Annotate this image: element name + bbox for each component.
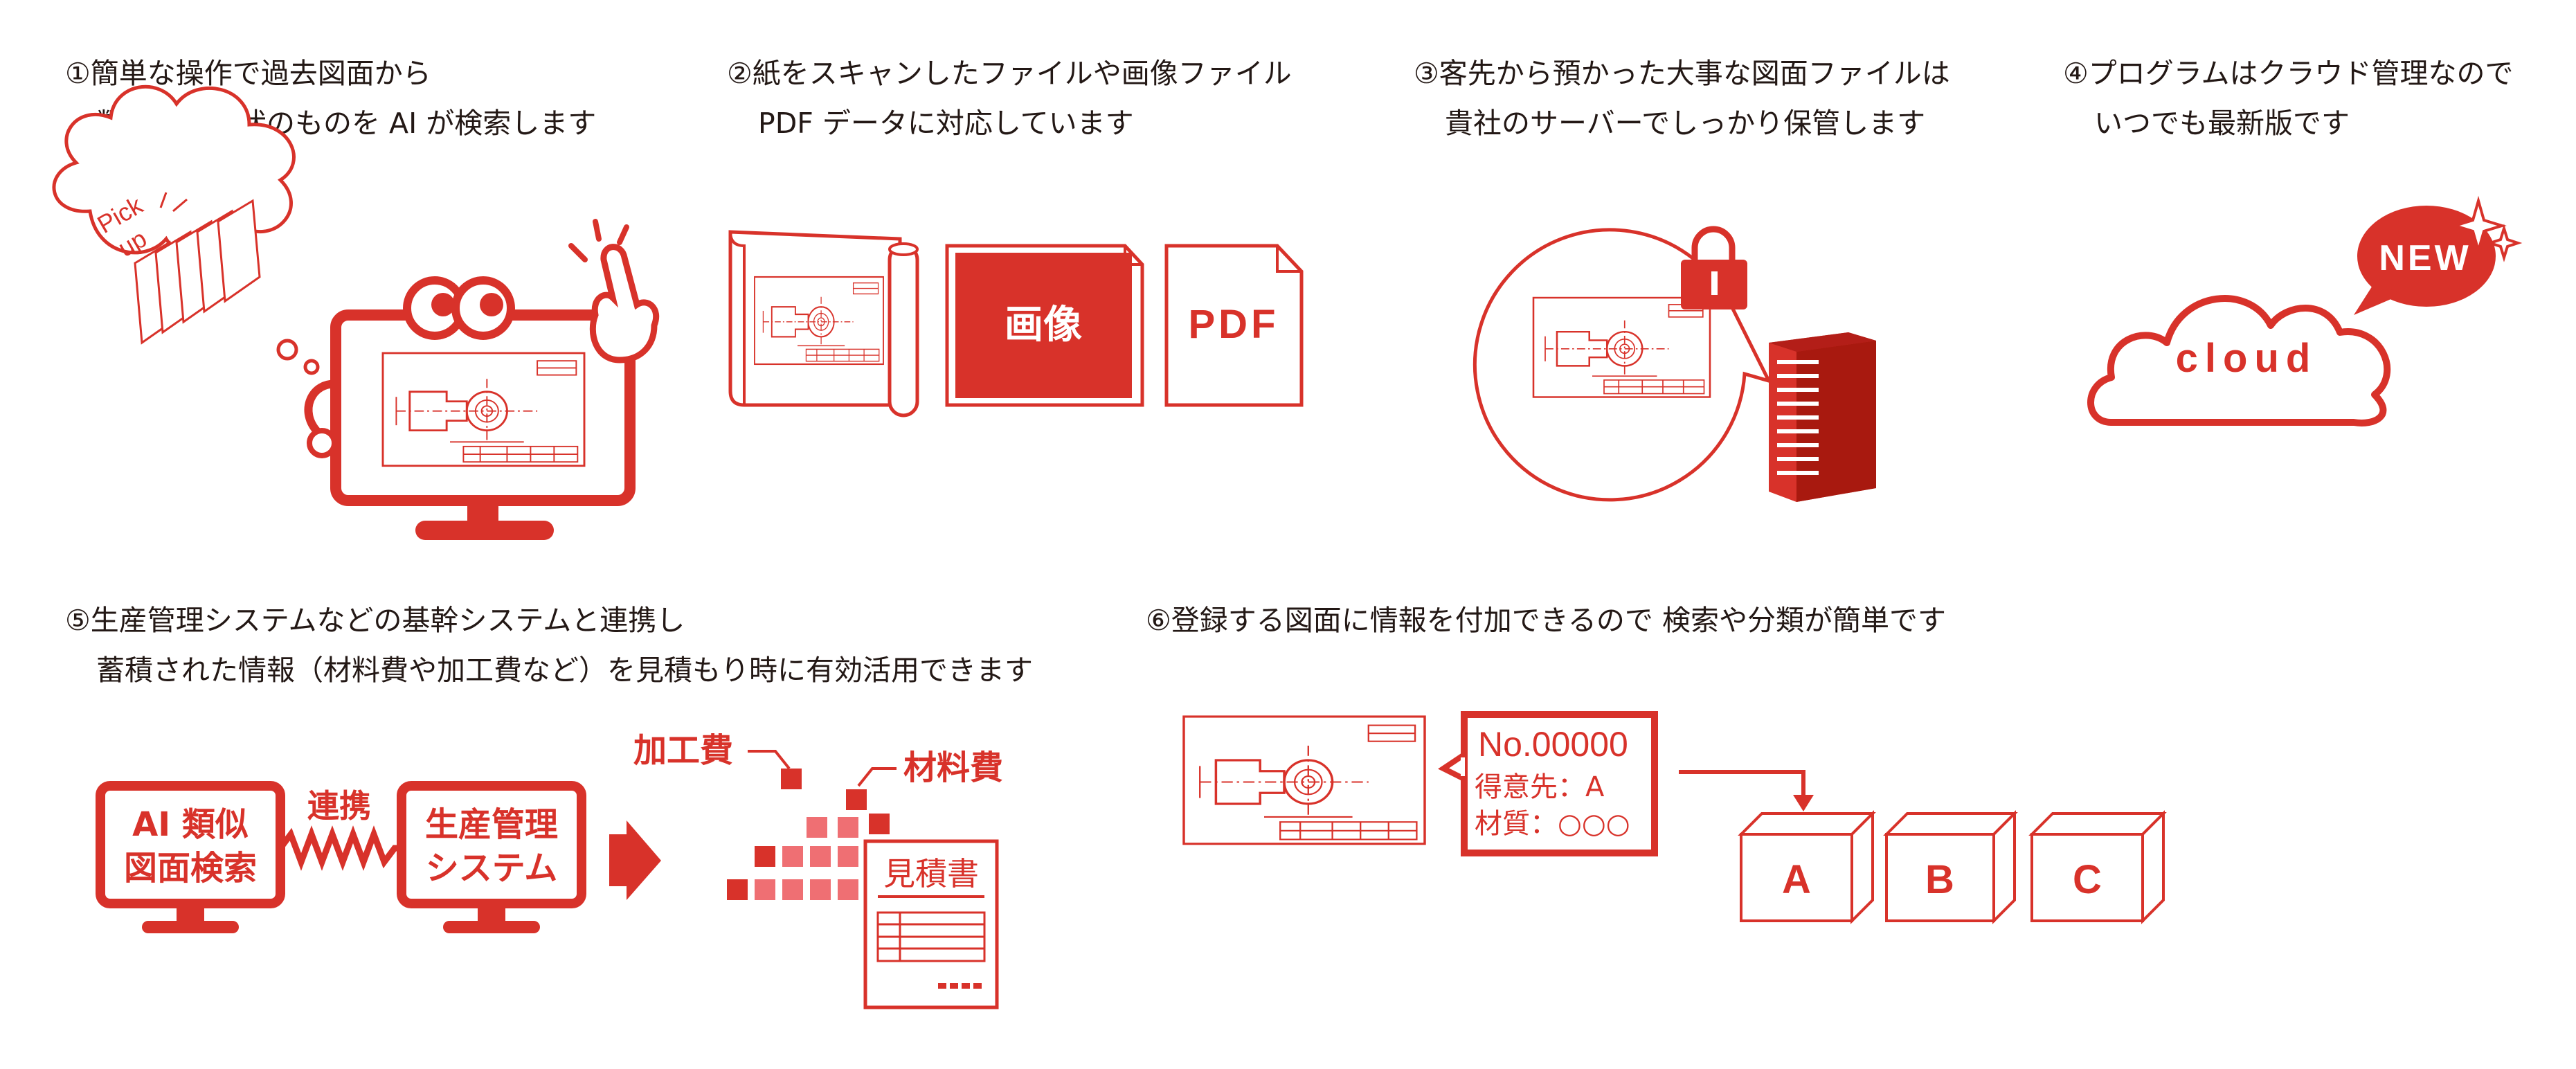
svg-text:加工費: 加工費 [633,731,733,770]
image-file-icon: 画像 [945,244,1144,407]
cost-data-blocks: 加工費 材料費 [633,731,1003,900]
monitor-mascot [304,219,660,540]
svg-text:材料費: 材料費 [903,748,1003,787]
lock-icon [1681,226,1747,309]
feature-5-illustration: AI 類似 図面検索 連携 生産管理 システム 加工費 材料費 [96,731,1003,1009]
feature-2-caption: ②紙をスキャンしたファイルや画像ファイル PDF データに対応しています [727,48,1292,148]
feature-2-illustration: 画像 PDF [728,230,1304,417]
ai-search-monitor: AI 類似 図面検索 [96,781,285,933]
category-box-c: C [2028,810,2167,924]
production-system-monitor: 生産管理 システム [397,781,586,933]
link-connector: 連携 [278,787,402,871]
arrow-right-icon [609,820,661,900]
info-tag: No.00000 得意先：A 材質：○○○ [1438,711,1658,856]
svg-text:A: A [1782,857,1811,902]
feature-2-line-2: PDF データに対応しています [758,107,1134,140]
thought-bubble [52,84,320,375]
svg-text:システム: システム [426,849,558,888]
pickup-icon: Pick up [93,190,261,345]
feature-2-line-1: ②紙をスキャンしたファイルや画像ファイル [727,57,1292,90]
svg-text:得意先：A: 得意先：A [1475,771,1605,803]
feature-6-line-1: ⑥登録する図面に情報を付加できるので 検索や分類が簡単です [1146,604,1946,637]
feature-6-caption: ⑥登録する図面に情報を付加できるので 検索や分類が簡単です [1146,595,1946,645]
category-box-b: B [1883,810,2018,924]
svg-text:生産管理: 生産管理 [425,805,558,844]
registered-drawing [1182,715,1426,845]
feature-3-line-1: ③客先から預かった大事な図面ファイルは [1414,57,1950,90]
svg-text:材質：○○○: 材質：○○○ [1475,808,1630,840]
svg-text:No.00000: No.00000 [1478,725,1628,764]
svg-text:C: C [2073,857,2102,902]
feature-4-line-2: いつでも最新版です [2094,107,2350,140]
svg-text:連携: 連携 [307,787,371,825]
svg-text:cloud: cloud [2176,336,2318,381]
feature-5-caption: ⑤生産管理システムなどの基幹システムと連携し 蓄積された情報（材料費や加工費など… [65,595,1033,695]
svg-text:PDF: PDF [1189,302,1279,347]
svg-text:AI 類似: AI 類似 [132,805,249,844]
feature-1-line-1: ①簡単な操作で過去図面から [65,57,431,90]
sparkle-icon [2450,195,2523,262]
feature-4-illustration: cloud NEW [2087,195,2523,426]
svg-text:画像: 画像 [1005,303,1082,348]
mascot-eyes [403,276,515,340]
feature-6-illustration: No.00000 得意先：A 材質：○○○ A B C [1182,711,2167,924]
feature-3-caption: ③客先から預かった大事な図面ファイルは 貴社のサーバーでしっかり保管します [1414,48,1950,148]
server-icon [1769,332,1876,502]
feature-3-illustration [1472,226,1876,502]
feature-1-illustration: Pick up [52,84,660,540]
feature-5-line-2: 蓄積された情報（材料費や加工費など）を見積もり時に有効活用できます [96,654,1033,687]
new-badge: NEW [2354,195,2523,315]
estimate-document-icon: 見積書 [863,839,999,1009]
feature-5-line-1: ⑤生産管理システムなどの基幹システムと連携し [65,604,685,637]
feature-4-caption: ④プログラムはクラウド管理なので いつでも最新版です [2063,48,2514,148]
pdf-file-icon: PDF [1164,244,1304,407]
svg-text:B: B [1925,857,1954,902]
svg-text:NEW: NEW [2379,238,2471,278]
svg-text:図面検索: 図面検索 [124,849,257,888]
svg-text:見積書: 見積書 [883,855,979,892]
scanned-paper-roll-icon [728,230,919,417]
pointing-hand-icon [568,219,660,363]
classify-arrow [1679,770,1814,811]
cloud-icon: cloud [2087,295,2391,426]
feature-4-line-1: ④プログラムはクラウド管理なので [2063,57,2514,90]
feature-3-line-2: 貴社のサーバーでしっかり保管します [1445,107,1926,140]
category-box-a: A [1738,810,1876,924]
